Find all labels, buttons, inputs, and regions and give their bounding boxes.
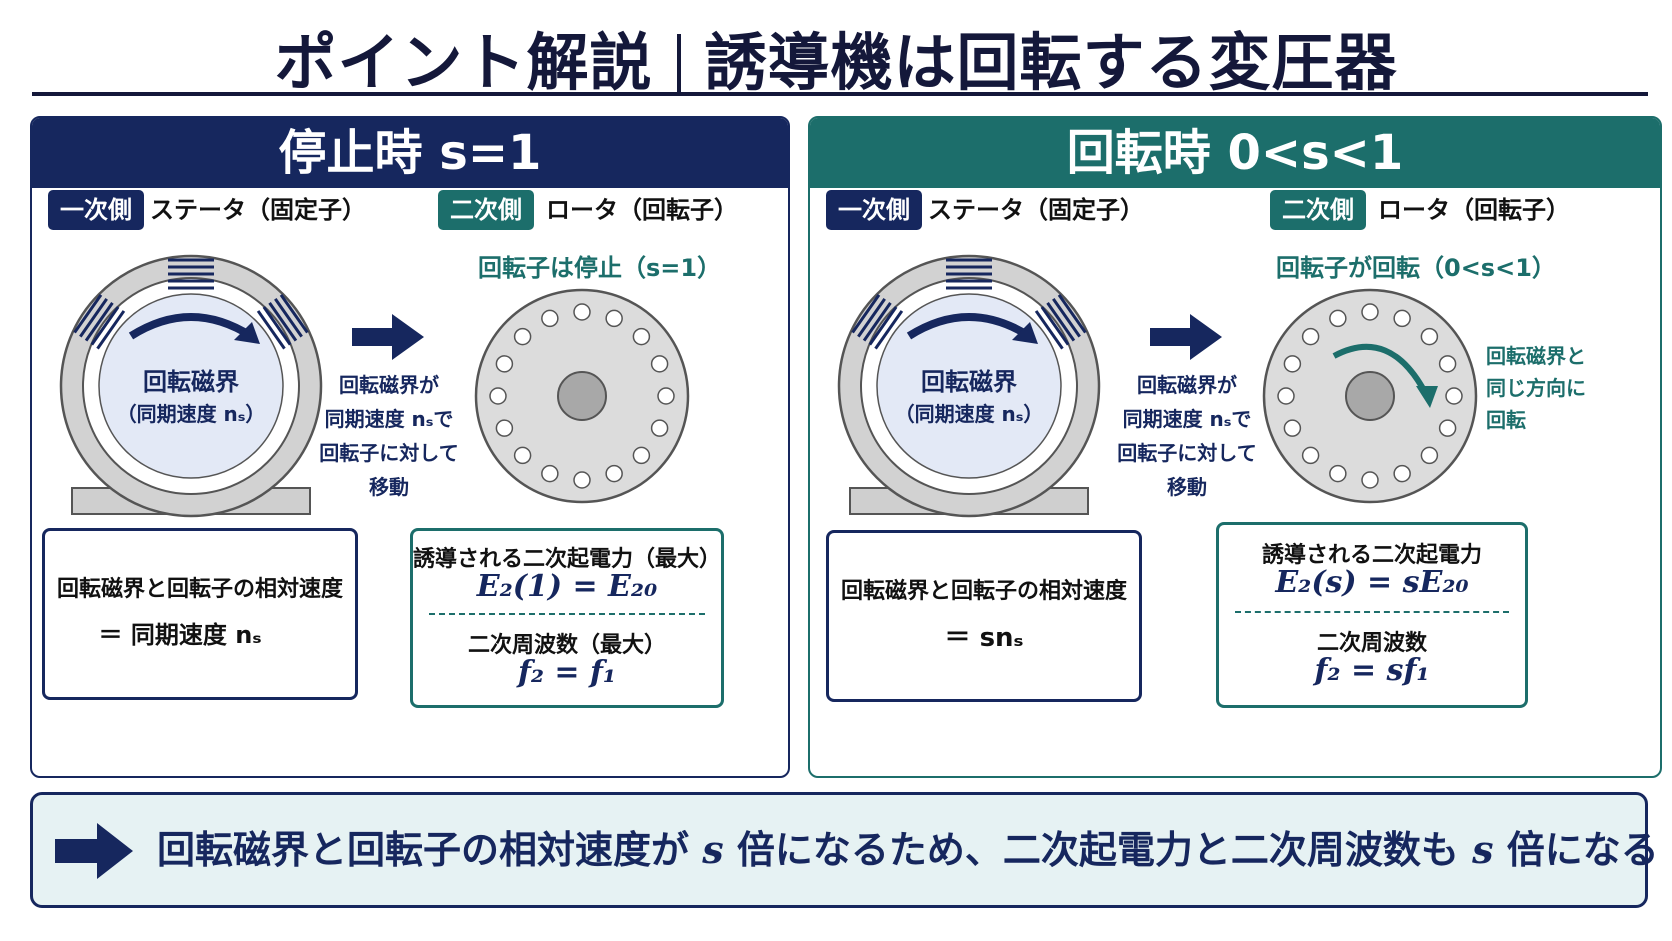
- relative-speed-box: 回転磁界と回転子の相対速度 ＝ 同期速度 nₛ: [42, 528, 358, 700]
- rotor-slot: [1329, 309, 1347, 328]
- secondary-label: ロータ（回転子）: [546, 196, 738, 224]
- freq-title: 二次周波数: [1316, 631, 1427, 656]
- stator-diagram: [59, 254, 323, 518]
- rotor-slot: [541, 464, 559, 483]
- rotor-slot: [1329, 464, 1347, 483]
- arrow-note: 回転磁界が 同期速度 nₛで 回転子に対して 移動: [319, 373, 459, 499]
- page-title: ポイント解説誘導機は回転する変圧器: [0, 12, 1672, 102]
- side-note: 回転磁界と 同じ方向に 回転: [1486, 344, 1586, 432]
- right-arrow-icon: [55, 823, 133, 879]
- rotor-slot: [1445, 387, 1463, 405]
- freq-title: 二次周波数（最大）: [467, 633, 666, 658]
- title-left: ポイント解説: [274, 26, 653, 99]
- rotor-slot: [1283, 419, 1302, 437]
- field-sublabel: （同期速度 nₛ）: [894, 402, 1044, 426]
- secondary-label: ロータ（回転子）: [1378, 196, 1570, 224]
- rotor-slot: [632, 327, 651, 346]
- divider: [1235, 611, 1509, 613]
- rotor-caption: 回転子が回転（0<s<1）: [1276, 254, 1556, 282]
- primary-label: ステータ（固定子）: [150, 196, 366, 224]
- primary-tag: 一次側: [48, 190, 144, 230]
- freq-formula: f₂ = f₁: [517, 655, 617, 690]
- rotor-slot: [1393, 309, 1411, 328]
- rotor-slot: [573, 303, 591, 321]
- relative-speed-title: 回転磁界と回転子の相対速度: [56, 577, 343, 602]
- arrow-note: 回転磁界が 同期速度 nₛで 回転子に対して 移動: [1117, 373, 1257, 499]
- rotor-slot: [632, 446, 651, 465]
- emf-box: 誘導される二次起電力（最大） E₂(1) = E₂₀ 二次周波数（最大） f₂ …: [410, 528, 724, 708]
- rotor-slot: [489, 387, 507, 405]
- right-arrow-icon: [352, 314, 424, 360]
- rotor-slot: [1393, 464, 1411, 483]
- panel-rotating: 回転時 0<s<1 一次側 ステータ（固定子） 二次側 ロータ（回転子） 回転磁…: [808, 116, 1662, 778]
- relative-speed-value: ＝ 同期速度 nₛ: [98, 621, 262, 649]
- relative-speed-box: 回転磁界と回転子の相対速度 ＝ snₛ: [826, 530, 1142, 702]
- secondary-tag: 二次側: [1270, 190, 1366, 230]
- rotor-slot: [605, 309, 623, 328]
- rotor-slot: [1361, 303, 1379, 321]
- right-arrow-icon: [1150, 314, 1222, 360]
- rotor-slot: [1283, 355, 1302, 373]
- rotor-slot: [650, 355, 669, 373]
- rotor-slot: [513, 446, 532, 465]
- field-label: 回転磁界: [921, 368, 1017, 396]
- rotor-slot: [1438, 419, 1457, 437]
- stator-diagram: [837, 254, 1101, 518]
- rotor-diagram: [474, 288, 690, 504]
- rotor-slot: [1420, 446, 1439, 465]
- relative-speed-value: ＝ snₛ: [944, 623, 1024, 653]
- rotor-slot: [1420, 327, 1439, 346]
- rotor-slot: [650, 419, 669, 437]
- rotor-slot: [605, 464, 623, 483]
- title-underline: [32, 92, 1648, 96]
- summary-text: 回転磁界と回転子の相対速度が s 倍になるため、二次起電力と二次周波数も s 倍…: [157, 827, 1659, 872]
- rotor-slot: [1361, 471, 1379, 489]
- panel-stopped: 停止時 s=1 一次側 ステータ（固定子） 二次側 ロータ（回転子） 回転磁界 …: [30, 116, 790, 778]
- freq-formula: f₂ = sf₁: [1314, 653, 1430, 688]
- rotor-slot: [1277, 387, 1295, 405]
- summary-banner: 回転磁界と回転子の相対速度が s 倍になるため、二次起電力と二次周波数も s 倍…: [30, 792, 1659, 908]
- relative-speed-title: 回転磁界と回転子の相対速度: [840, 579, 1127, 604]
- title-right: 誘導機は回転する変圧器: [704, 26, 1398, 99]
- emf-box: 誘導される二次起電力 E₂(s) = sE₂₀ 二次周波数 f₂ = sf₁: [1216, 522, 1528, 708]
- rotor-slot: [541, 309, 559, 328]
- rotor-slot: [573, 471, 591, 489]
- rotor-slot: [1301, 327, 1320, 346]
- field-sublabel: （同期速度 nₛ）: [116, 402, 266, 426]
- rotation-arrow-icon: [1416, 386, 1438, 408]
- rotor-slot: [513, 327, 532, 346]
- emf-title: 誘導される二次起電力: [1261, 543, 1482, 568]
- rotor-slot: [1438, 355, 1457, 373]
- rotor-diagram: [1262, 288, 1478, 504]
- emf-formula: E₂(s) = sE₂₀: [1275, 565, 1469, 600]
- emf-formula: E₂(1) = E₂₀: [476, 569, 658, 604]
- field-label: 回転磁界: [143, 368, 239, 396]
- secondary-tag: 二次側: [438, 190, 534, 230]
- rotor-slot: [1301, 446, 1320, 465]
- emf-title: 誘導される二次起電力（最大）: [413, 547, 722, 572]
- rotor-slot: [495, 419, 514, 437]
- primary-label: ステータ（固定子）: [928, 196, 1144, 224]
- title-divider: [676, 34, 681, 92]
- rotor-slot: [657, 387, 675, 405]
- panel-header: 回転時 0<s<1: [810, 118, 1660, 188]
- rotor-caption: 回転子は停止（s=1）: [478, 254, 722, 282]
- primary-tag: 一次側: [826, 190, 922, 230]
- divider: [429, 613, 705, 615]
- panel-header: 停止時 s=1: [32, 118, 788, 188]
- rotor-slot: [495, 355, 514, 373]
